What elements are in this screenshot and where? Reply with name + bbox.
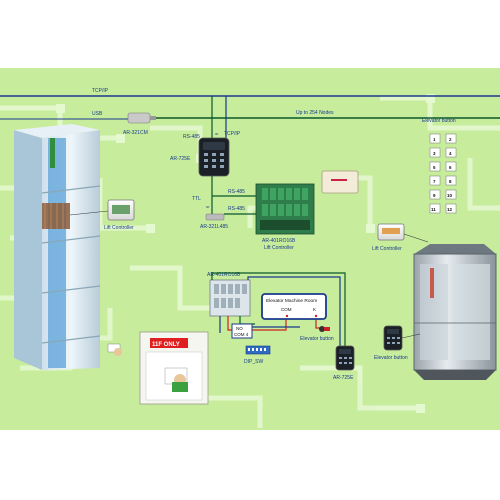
eleven-floor-booth [139,331,209,405]
relay-terminal-box [231,323,253,339]
ar401ro16b-board-middle [255,183,315,235]
lift-controller-left [107,199,135,221]
tcpip-side-label: TCP/IP [224,131,241,137]
button-label-12: 12 [447,207,453,212]
rs485-label-a: RS-485 [183,134,200,140]
or-label-b: or [206,204,210,209]
button-col-right [445,133,457,214]
lift-controller-right-label: Lift Controller [372,246,402,252]
wall-enclosure [321,170,359,194]
button-label-6: 6 [449,165,452,170]
button-label-9: 9 [433,193,436,198]
button-label-7: 7 [433,179,436,184]
ar401ro16b-lower-label: AR-401RO16B [207,272,241,278]
ar401ro16b-top-label: AR-401RO16B [262,238,296,244]
eleven-floor-only-sign: 11F ONLY [152,342,180,348]
ttl-label: TTL [192,196,201,202]
lift-controller-right [377,223,405,241]
button-label-10: 10 [447,193,453,198]
rs485-label-c: RS-485 [228,206,245,212]
up-to-nodes-label: Up to 254 Nodes [296,110,334,116]
ar321cm-converter [127,112,156,124]
ar725e-bottom-label: AR-725E [333,375,354,381]
relay-no-label: NO [236,326,243,331]
ar725e-reader-top [198,137,230,177]
button-label-8: 8 [449,179,452,184]
relay-com4-label: COM 4 [234,332,249,337]
button-label-5: 5 [433,165,436,170]
left-elevator-shaft [14,124,101,370]
button-label-3: 3 [433,151,436,156]
machine-room-wiring [211,272,346,368]
elevator-button-mid-label: Elevator button [300,336,334,342]
ar321l485-converter [205,213,225,221]
elevator-button-right-label: Elevator button [374,355,408,361]
ar725e-top-label: AR-725E [170,156,191,162]
ar725e-reader-bottom [335,345,355,371]
usb-label: USB [92,111,103,117]
glass-elevator-cab [413,244,497,380]
ar321cm-label: AR-321CM [123,130,148,136]
button-label-4: 4 [449,151,452,156]
ar401ro16b-board-lower [209,279,251,317]
machine-room-title: Elevator Machine Room [266,298,317,304]
lift-controller-mid-label: Lift Controller [264,245,294,251]
tcpip-top-label: TCP/IP [92,88,109,94]
button-col-left [429,133,441,214]
dip-switch [245,345,271,355]
cab-card-reader [383,325,403,351]
lift-controller-left-label: Lift Controller [104,225,134,231]
elevator-machine-room-box [261,293,327,320]
elevator-button-header: Elevator button [422,118,456,124]
machine-room-com: COM [281,307,292,312]
elevator-button-grid: 1 2 3 4 5 6 7 8 9 10 11 12 [429,133,457,214]
diagram-stage: TCP/IP USB AR-321CM Up to 254 Nodes RS-4… [0,68,500,430]
elevator-button-switch [319,326,330,332]
ar321l485-label: AR-321L485 [200,224,228,230]
machine-room-k: K [313,307,316,312]
small-card-hand-icon [107,343,122,356]
or-label-a: or [215,131,219,136]
button-label-1: 1 [433,137,436,142]
button-label-11: 11 [431,207,436,212]
dip-sw-label: DIP_SW [244,359,263,365]
rs485-label-b: RS-485 [228,189,245,195]
elevator-access-diagram: TCP/IP USB AR-321CM Up to 254 Nodes RS-4… [0,68,500,430]
button-label-2: 2 [449,137,452,142]
